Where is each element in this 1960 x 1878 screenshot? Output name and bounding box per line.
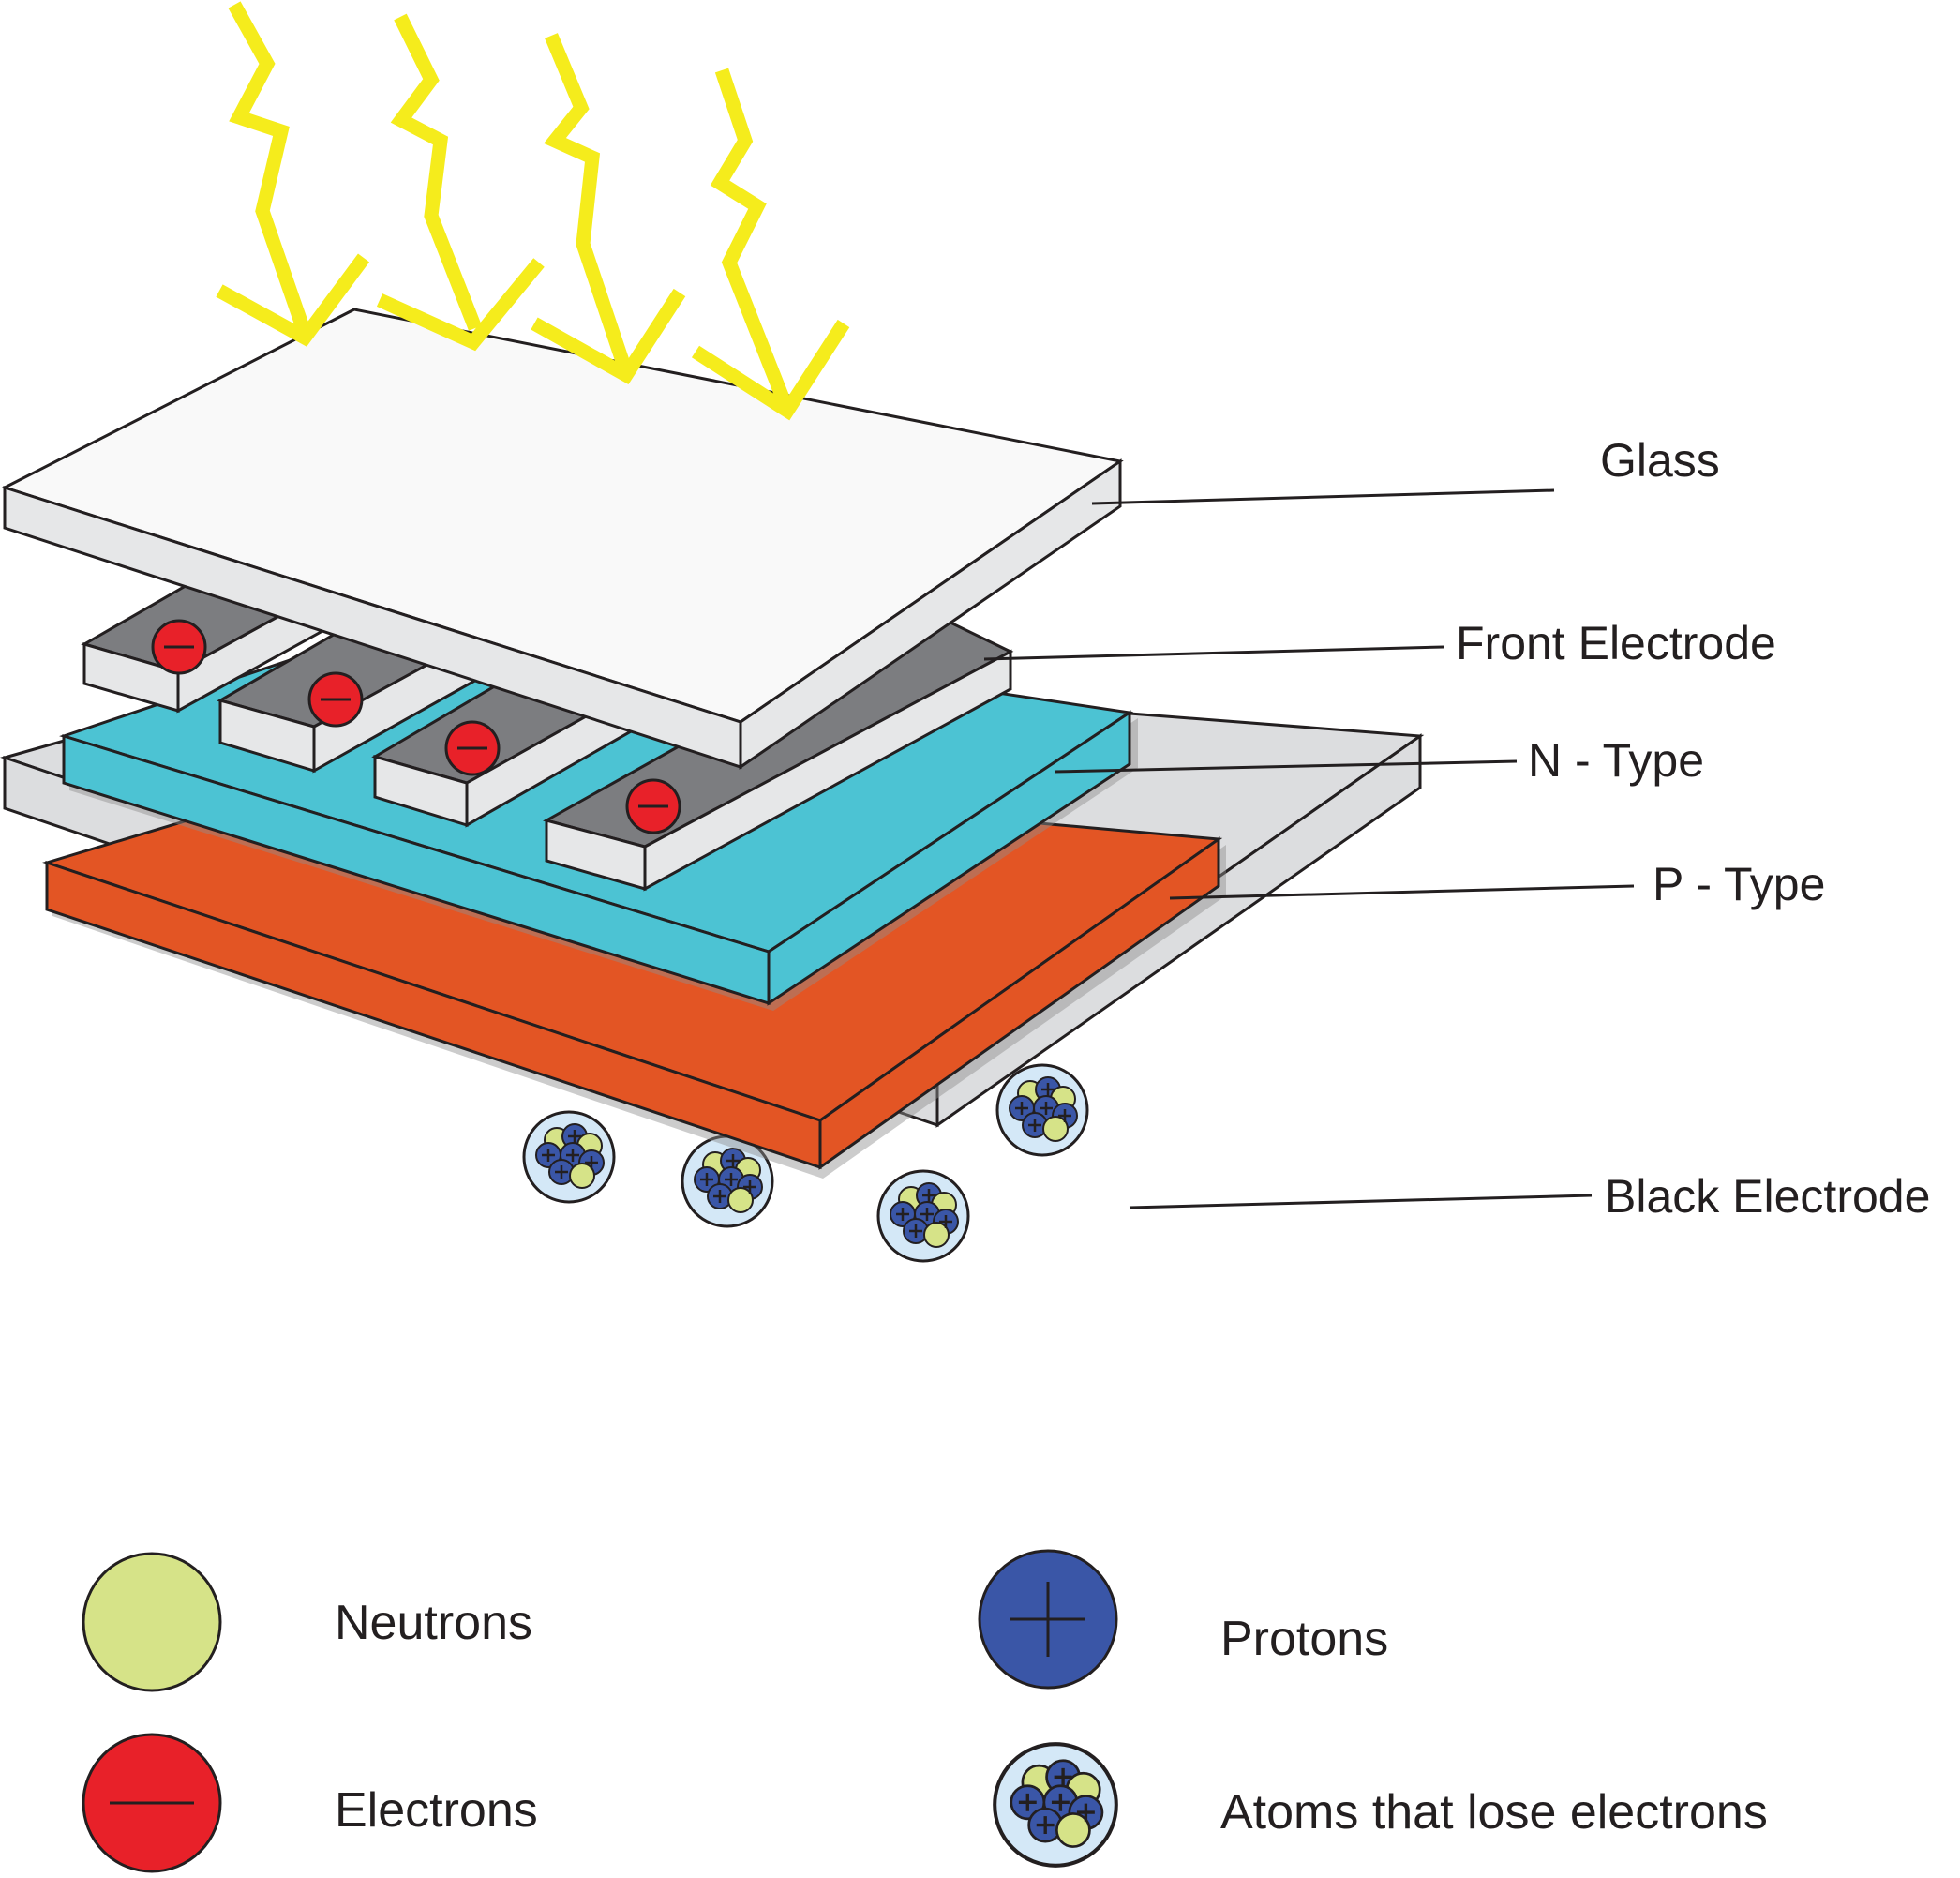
legend-label-neutrons: Neutrons bbox=[335, 1596, 532, 1650]
sunlight-rays bbox=[216, 1, 850, 421]
lightning-bolt-icon bbox=[531, 288, 686, 384]
legend-label-atoms: Atoms that lose electrons bbox=[1220, 1785, 1768, 1840]
neutron-icon bbox=[82, 1552, 222, 1692]
atom-cluster bbox=[522, 1110, 616, 1204]
n-type-label: N - Type bbox=[1528, 734, 1704, 787]
electron-icon bbox=[82, 1733, 222, 1873]
callout-line-n-type bbox=[1054, 759, 1518, 774]
proton-icon bbox=[978, 1549, 1118, 1690]
legend-label-protons: Protons bbox=[1220, 1612, 1388, 1666]
atom-cluster-icon bbox=[995, 1744, 1116, 1866]
lightning-bolt-icon bbox=[376, 258, 545, 352]
p-type-label: P - Type bbox=[1653, 858, 1825, 910]
callout-line-p-type bbox=[1169, 884, 1635, 900]
atom-cluster bbox=[876, 1169, 970, 1263]
lightning-bolt-icon bbox=[544, 33, 634, 375]
atom-cluster bbox=[995, 1063, 1089, 1157]
back-electrode-label: Black Electrode bbox=[1605, 1170, 1930, 1223]
glass-label: Glass bbox=[1600, 434, 1720, 487]
lightning-bolt-icon bbox=[691, 319, 850, 421]
legend-label-electrons: Electrons bbox=[335, 1783, 538, 1838]
legend-item-atoms: Atoms that lose electrons bbox=[995, 1744, 1768, 1866]
callout-line-front-electrode bbox=[983, 645, 1444, 661]
callout-lines bbox=[983, 488, 1635, 1209]
lightning-bolt-icon bbox=[390, 13, 482, 331]
legend: Neutrons Protons Electrons Atoms that lo… bbox=[82, 1549, 1768, 1873]
electron bbox=[151, 619, 207, 675]
lightning-bolt-icon bbox=[228, 1, 312, 336]
electron bbox=[307, 671, 364, 728]
lightning-bolt-icon bbox=[710, 68, 794, 413]
glass-layer bbox=[1, 308, 1124, 770]
legend-item-neutrons: Neutrons bbox=[82, 1552, 532, 1692]
electron bbox=[444, 720, 501, 776]
electron bbox=[625, 778, 681, 834]
callout-line-back-electrode bbox=[1129, 1194, 1593, 1209]
lightning-bolt-icon bbox=[216, 253, 370, 347]
front-electrode-label: Front Electrode bbox=[1456, 617, 1776, 669]
legend-item-electrons: Electrons bbox=[82, 1733, 538, 1873]
legend-item-protons: Protons bbox=[978, 1549, 1388, 1690]
callout-line-glass bbox=[1091, 488, 1555, 505]
